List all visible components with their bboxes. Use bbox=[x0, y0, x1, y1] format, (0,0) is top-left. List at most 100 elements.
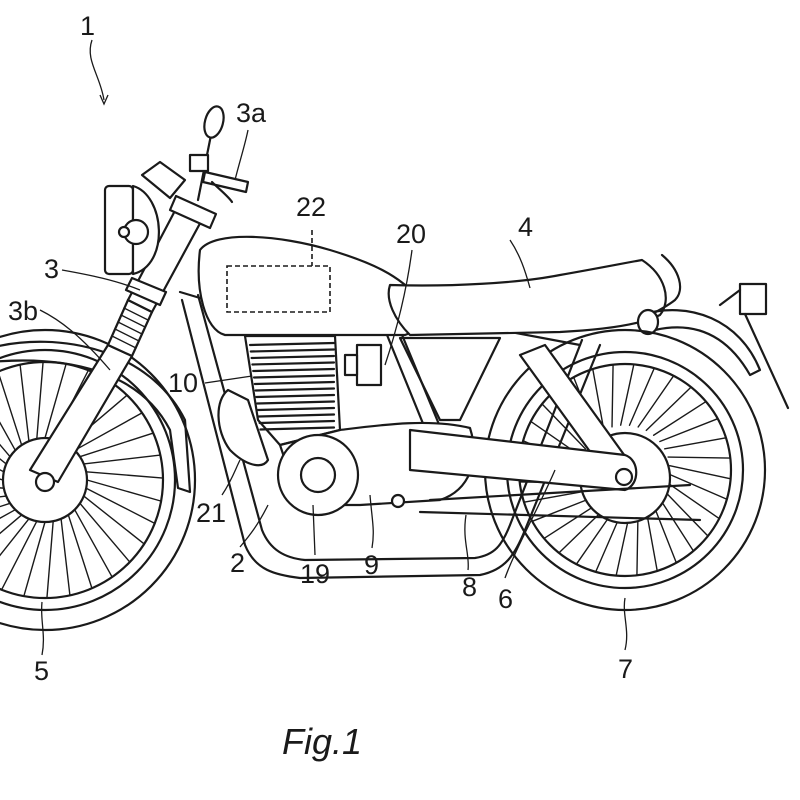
spoke bbox=[645, 386, 692, 432]
spoke bbox=[523, 490, 586, 503]
spoke bbox=[23, 521, 46, 597]
spoke bbox=[659, 417, 719, 443]
spoke bbox=[0, 520, 38, 591]
cooling-fin bbox=[252, 374, 336, 379]
spoke bbox=[19, 363, 30, 442]
spoke bbox=[0, 375, 23, 446]
fuel-tank bbox=[197, 230, 423, 337]
label-22: 22 bbox=[296, 192, 326, 222]
cooling-fin bbox=[248, 341, 336, 347]
swing-arm bbox=[408, 428, 702, 522]
meter bbox=[140, 160, 187, 200]
cooling-fin bbox=[256, 406, 336, 412]
spoke bbox=[79, 432, 154, 458]
label-8: 8 bbox=[462, 572, 477, 602]
cooling-fin bbox=[258, 419, 336, 425]
spoke bbox=[60, 518, 71, 597]
cooling-fin bbox=[255, 393, 336, 399]
spoke bbox=[0, 443, 11, 458]
spoke bbox=[669, 464, 732, 480]
spoke bbox=[592, 368, 605, 431]
spoke bbox=[575, 512, 613, 565]
spoke bbox=[667, 456, 732, 459]
spoke bbox=[531, 497, 591, 523]
spoke bbox=[0, 469, 5, 473]
spoke bbox=[615, 514, 631, 577]
spoke bbox=[73, 412, 143, 452]
cooling-fin bbox=[249, 348, 336, 353]
spoke bbox=[652, 504, 678, 564]
spoke bbox=[628, 367, 655, 426]
label-6: 6 bbox=[498, 584, 513, 614]
spoke bbox=[619, 363, 635, 426]
leader-lines bbox=[39, 39, 628, 656]
cooling-fin bbox=[254, 387, 336, 392]
front-fender bbox=[0, 340, 192, 494]
cylinder-fins bbox=[248, 341, 336, 431]
spoke bbox=[0, 421, 17, 452]
spoke bbox=[663, 490, 709, 537]
spoke bbox=[541, 403, 587, 450]
cooling-fin bbox=[251, 361, 336, 366]
spoke bbox=[83, 454, 162, 465]
spoke bbox=[595, 514, 622, 573]
spoke bbox=[85, 471, 164, 479]
figure-caption: Fig.1 bbox=[282, 721, 362, 762]
spoke bbox=[0, 495, 7, 498]
spoke bbox=[664, 437, 727, 450]
label-4: 4 bbox=[518, 212, 533, 242]
headlight bbox=[103, 184, 160, 276]
label-20: 20 bbox=[396, 219, 426, 249]
handlebar bbox=[188, 105, 250, 204]
spoke bbox=[611, 363, 614, 428]
spoke bbox=[85, 487, 156, 525]
engine bbox=[243, 334, 475, 517]
front-fork bbox=[28, 194, 218, 493]
spoke bbox=[0, 508, 17, 520]
spoke bbox=[0, 514, 23, 535]
component-20 bbox=[355, 343, 383, 387]
chain bbox=[418, 483, 702, 522]
cooling-fin bbox=[252, 367, 336, 373]
spoke bbox=[67, 514, 93, 589]
label-21: 21 bbox=[196, 498, 226, 528]
label-5: 5 bbox=[34, 656, 49, 686]
cooling-fin bbox=[256, 400, 336, 405]
spoke bbox=[86, 479, 162, 502]
label-10: 10 bbox=[168, 368, 198, 398]
control-unit-box bbox=[226, 265, 331, 313]
cooling-fin bbox=[259, 426, 336, 431]
spoke bbox=[636, 512, 639, 577]
spoke bbox=[44, 363, 67, 439]
spoke bbox=[36, 361, 44, 440]
label-3b: 3b bbox=[8, 296, 38, 326]
seat bbox=[387, 258, 667, 337]
label-3: 3 bbox=[44, 254, 59, 284]
spoke bbox=[0, 518, 30, 557]
label-9: 9 bbox=[364, 550, 379, 580]
spoke bbox=[667, 482, 720, 520]
spoke bbox=[46, 520, 54, 599]
cooling-fin bbox=[253, 380, 336, 386]
spoke bbox=[73, 508, 113, 578]
spoke bbox=[652, 400, 707, 436]
spoke bbox=[669, 473, 728, 500]
spoke bbox=[543, 504, 598, 540]
exhaust-pipe bbox=[217, 388, 270, 467]
label-1: 1 bbox=[80, 11, 95, 41]
cooling-fin bbox=[257, 413, 336, 418]
spoke bbox=[79, 502, 131, 563]
spoke bbox=[645, 509, 658, 572]
label-19: 19 bbox=[300, 559, 330, 589]
spoke bbox=[637, 375, 675, 428]
label-2: 2 bbox=[230, 548, 245, 578]
rear-fender bbox=[636, 253, 790, 410]
cooling-fin bbox=[250, 354, 336, 360]
label-3a: 3a bbox=[236, 98, 267, 128]
spoke bbox=[659, 497, 695, 552]
label-7: 7 bbox=[618, 654, 633, 684]
spoke bbox=[83, 495, 145, 545]
front-wheel-spokes bbox=[0, 361, 164, 599]
